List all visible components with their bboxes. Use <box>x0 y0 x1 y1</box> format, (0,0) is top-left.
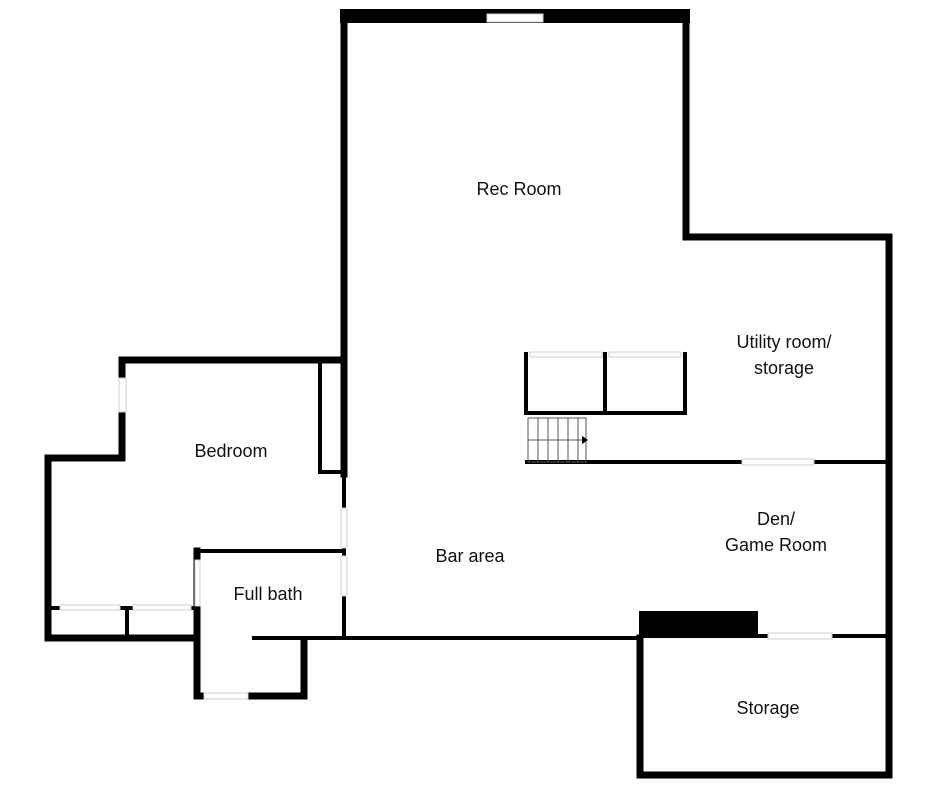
den-label: Den/ Game Room <box>724 509 828 555</box>
bar-doorway <box>340 507 348 549</box>
storage-doorway <box>767 632 833 640</box>
top-window <box>486 13 544 23</box>
full-bath-label: Full bath <box>233 584 303 604</box>
utility-room-walls <box>682 233 893 779</box>
bedroom-window <box>118 377 127 413</box>
bedroom-closet-door-left <box>59 604 121 611</box>
storage-walls <box>636 634 893 779</box>
bedroom-walls <box>44 356 348 642</box>
fireplace <box>639 611 758 638</box>
closet-door-left <box>529 351 603 358</box>
rec-room-label: Rec Room <box>476 179 562 199</box>
full-bath-walls <box>193 547 308 700</box>
utility-doorway <box>741 458 815 466</box>
closet-door-right <box>608 351 682 358</box>
bath-window <box>203 692 249 700</box>
bar-area-label: Bar area <box>435 546 505 566</box>
stairs <box>527 417 588 463</box>
utility-room-label: Utility room/ storage <box>736 332 832 378</box>
bedroom-closet-wall <box>318 362 346 474</box>
bath-entry <box>340 555 348 597</box>
bath-door <box>194 559 201 607</box>
bedroom-label: Bedroom <box>194 441 268 461</box>
storage-label: Storage <box>736 698 800 718</box>
bedroom-closet-door-right <box>132 604 192 611</box>
